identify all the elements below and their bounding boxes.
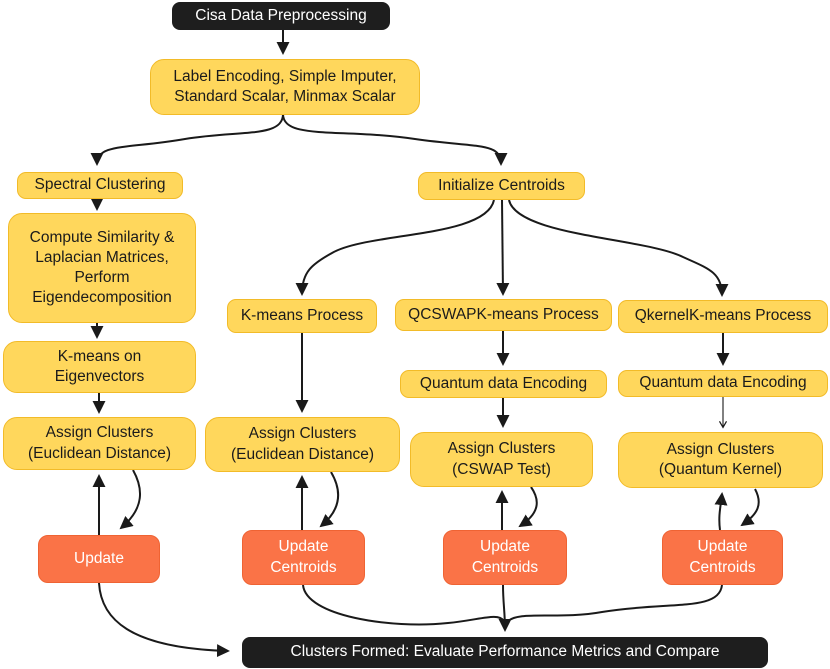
node-assign-clusters-cswap: Assign Clusters (CSWAP Test) [410, 432, 593, 487]
node-label: QCSWAPK-means Process [408, 305, 599, 323]
node-label: Update Centroids [270, 538, 337, 576]
edge-update-cswap-to-final [498, 584, 512, 632]
edge-update-kmeans-to-final [302, 584, 505, 626]
node-update-centroids-cswap: Update Centroids [443, 530, 567, 585]
node-update-centroids-kernel: Update Centroids [662, 530, 783, 585]
node-compute-similarity: Compute Similarity & Laplacian Matrices,… [8, 213, 196, 323]
edge-initialize-to-kmeans-process [295, 199, 495, 296]
node-label: Compute Similarity & Laplacian Matrices,… [29, 228, 175, 307]
node-kmeans-process: K-means Process [227, 299, 377, 333]
node-label: K-means Process [240, 306, 364, 324]
edge-assign-kernel-to-update [740, 488, 760, 527]
node-label: Initialize Centroids [438, 176, 565, 194]
node-label: Update [74, 549, 124, 567]
edge-preprocessing-to-spectral [90, 113, 284, 166]
node-label: QkernelK-means Process [634, 307, 812, 325]
node-clusters-formed: Clusters Formed: Evaluate Performance Me… [242, 637, 768, 668]
node-label: Cisa Data Preprocessing [195, 6, 367, 24]
node-update-centroids-kmeans: Update Centroids [242, 530, 365, 585]
node-cisa-data-preprocessing: Cisa Data Preprocessing [172, 2, 390, 30]
edge-initialize-to-qcswap [496, 199, 510, 296]
node-label: Update Centroids [471, 538, 539, 576]
edge-assign-kmeans-to-update [319, 471, 340, 528]
edge-preprocessing-to-initialize [282, 113, 508, 166]
node-label: Assign Clusters (Quantum Kernel) [658, 440, 783, 478]
node-label: Assign Clusters (Euclidean Distance) [27, 424, 171, 462]
node-label: Update Centroids [689, 538, 756, 576]
node-kmeans-on-eigenvectors: K-means on Eigenvectors [3, 341, 196, 393]
node-label: Label Encoding, Simple Imputer, Standard… [173, 67, 397, 105]
node-preprocessing-steps: Label Encoding, Simple Imputer, Standard… [150, 59, 420, 115]
node-label: Quantum data Encoding [639, 374, 807, 392]
node-label: Quantum data Encoding [419, 374, 588, 392]
node-quantum-data-encoding-kernel: Quantum data Encoding [618, 370, 828, 397]
node-assign-clusters-spectral: Assign Clusters (Euclidean Distance) [3, 417, 196, 470]
node-quantum-data-encoding-cswap: Quantum data Encoding [400, 370, 607, 398]
node-label: Assign Clusters (Euclidean Distance) [230, 425, 374, 463]
node-label: K-means on Eigenvectors [54, 347, 145, 385]
node-qkernel-kmeans-process: QkernelK-means Process [618, 300, 828, 333]
node-label: Spectral Clustering [34, 176, 166, 194]
edge-update-kernel-to-final [506, 584, 723, 623]
edge-update-spectral-to-final [98, 582, 230, 658]
node-assign-clusters-kernel: Assign Clusters (Quantum Kernel) [618, 432, 823, 488]
node-initialize-centroids: Initialize Centroids [418, 172, 585, 200]
edge-initialize-to-qkernel [508, 199, 729, 297]
node-spectral-clustering: Spectral Clustering [17, 172, 183, 199]
edge-update-kernel-to-assign [714, 492, 728, 531]
edge-assign-spectral-to-update [119, 469, 142, 530]
node-update-spectral: Update [38, 535, 160, 583]
edge-assign-cswap-to-update [518, 486, 538, 528]
node-label: Clusters Formed: Evaluate Performance Me… [290, 643, 720, 661]
node-qcswap-kmeans-process: QCSWAPK-means Process [395, 299, 612, 331]
node-label: Assign Clusters (CSWAP Test) [447, 440, 556, 478]
node-assign-clusters-kmeans: Assign Clusters (Euclidean Distance) [205, 417, 400, 472]
